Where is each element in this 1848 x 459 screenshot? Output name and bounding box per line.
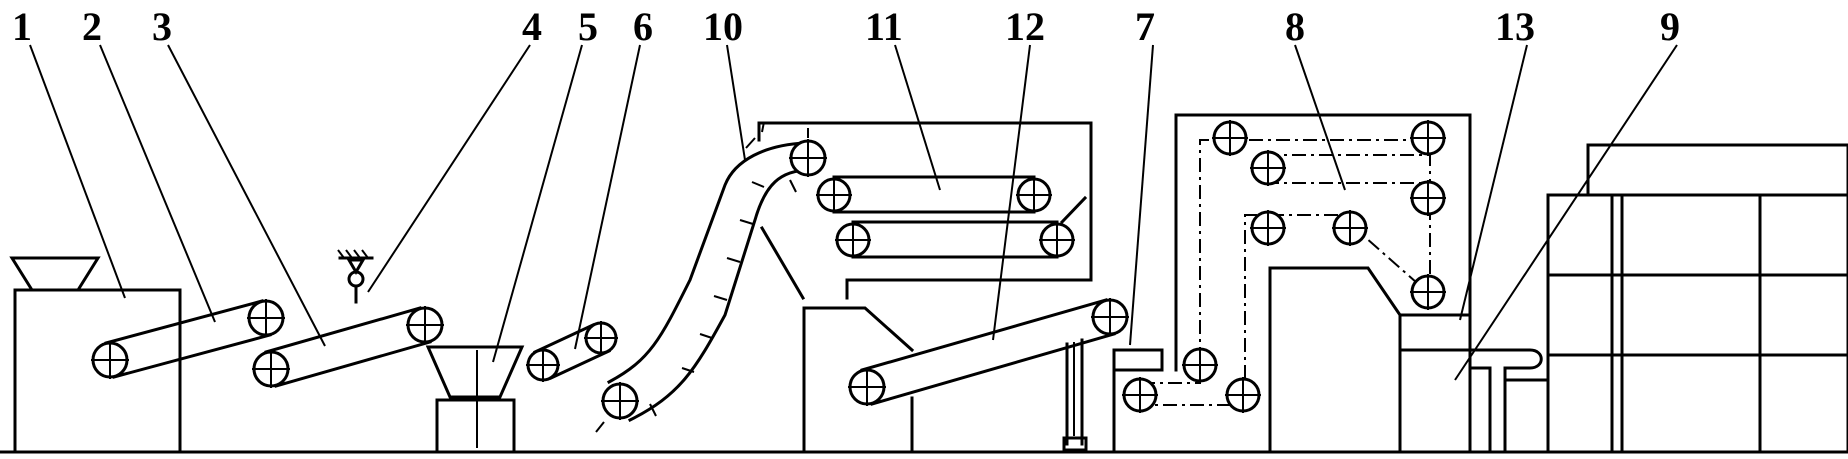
label-4: 4	[522, 4, 542, 49]
label-9: 9	[1660, 4, 1680, 49]
machine-body	[802, 306, 915, 454]
label-1: 1	[12, 4, 32, 49]
scraper-conveyor-10	[595, 121, 827, 433]
label-7: 7	[1135, 4, 1155, 49]
label-10: 10	[703, 4, 743, 49]
dryer-11	[757, 121, 1093, 301]
label-5: 5	[578, 4, 598, 49]
label-11: 11	[865, 4, 903, 49]
conveyor-12	[848, 298, 1129, 452]
hopper-5	[425, 345, 525, 454]
label-6: 6	[633, 4, 653, 49]
label-12: 12	[1005, 4, 1045, 49]
leader-lines	[29, 44, 1678, 381]
conveyor-3	[252, 306, 444, 388]
cabinet-9	[1546, 143, 1848, 454]
feed-machine-1	[9, 256, 182, 454]
label-8: 8	[1285, 4, 1305, 49]
label-2: 2	[82, 4, 102, 49]
conveyor-2	[91, 299, 285, 379]
conveyor-6	[526, 321, 618, 382]
forming-machine-8	[1112, 113, 1472, 454]
label-13: 13	[1495, 4, 1535, 49]
outlet-unit-13	[1398, 313, 1550, 454]
part-labels: 1 2 3 4 5 6 10 11 12 7 8 13 9	[12, 4, 1680, 49]
suspension-device-4	[337, 249, 374, 304]
label-3: 3	[152, 4, 172, 49]
